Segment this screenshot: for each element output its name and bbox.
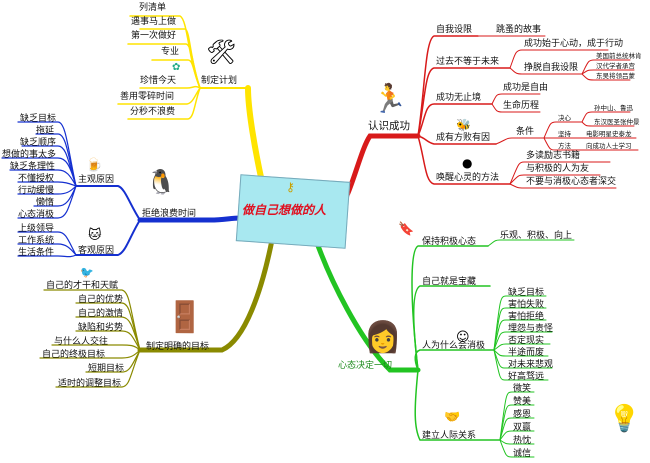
negative-item-3: 害怕拒绝 xyxy=(508,312,545,322)
negative-item-8: 好高骛远 xyxy=(508,372,545,382)
runner-icon: 🏃 xyxy=(372,82,407,115)
negative-item-5: 否定现实 xyxy=(508,336,545,346)
relation-item-5: 热忱 xyxy=(513,436,532,446)
subjective-item-5: 缺乏条理性 xyxy=(10,162,56,172)
past-small-3: 东吴将领吕蒙 xyxy=(596,72,635,80)
nolimit-label: 成功无止境 xyxy=(436,93,482,103)
plan-item-5: 珍惜今天 xyxy=(140,76,177,86)
door-icon: 🚪 xyxy=(166,300,204,335)
cause-child: 条件 xyxy=(516,127,535,137)
negative-label: 人为什么会消极 xyxy=(422,341,486,351)
goal-item-2: 自己的优势 xyxy=(78,295,124,305)
nolimit-child-1: 成功是自由 xyxy=(503,83,549,93)
plan-item-7: 分秒不浪费 xyxy=(130,107,176,117)
drink-icon: 🍺 xyxy=(86,158,103,173)
limit-label: 自我设限 xyxy=(436,25,473,35)
goal-item-8: 适时的调整目标 xyxy=(58,379,122,389)
success-label: 认识成功 xyxy=(368,120,410,132)
waste-label: 拒绝浪费时间 xyxy=(142,209,197,219)
plan-label: 制定计划 xyxy=(201,76,238,86)
tag-icon: 🔖 xyxy=(398,222,415,237)
subjective-item-7: 行动缓慢 xyxy=(18,186,55,196)
goal-item-3: 自己的激情 xyxy=(78,309,124,319)
objective-label: 客观原因 xyxy=(78,246,115,256)
cause-label: 成有方败有因 xyxy=(436,133,491,143)
ball-icon: ● xyxy=(462,156,473,170)
subjective-item-4: 想做的事太多 xyxy=(2,150,57,160)
relation-item-1: 微笑 xyxy=(513,384,532,394)
past-label: 过去不等于未来 xyxy=(436,57,500,67)
awaken-label: 唤醒心灵的方法 xyxy=(436,173,500,183)
tools-icon: 🛠 xyxy=(206,38,237,66)
goal-item-4: 缺陷和劣势 xyxy=(78,323,124,333)
subjective-item-2: 拖延 xyxy=(36,126,55,136)
subjective-item-9: 心态消极 xyxy=(18,210,55,220)
cause-sub-1: 决心 xyxy=(558,114,571,122)
self-label: 自己就是宝藏 xyxy=(422,277,477,287)
handshake-icon: 🤝 xyxy=(444,410,461,425)
negative-item-4: 埋怨与责怪 xyxy=(508,324,554,334)
positive-label: 保持积极心态 xyxy=(422,237,477,247)
goal-item-5: 与什么人交往 xyxy=(54,337,109,347)
subjective-item-6: 不懂授权 xyxy=(18,174,55,184)
goal-label: 制定明确的目标 xyxy=(146,342,210,352)
plan-item-1: 列清单 xyxy=(139,3,167,13)
cause-small-2: 东汉医圣张仲景 xyxy=(594,118,640,126)
negative-item-1: 缺乏目标 xyxy=(508,288,545,298)
limit-child: 跳蚤的故事 xyxy=(496,25,542,35)
bee-icon: 🐝 xyxy=(456,118,471,132)
objective-item-1: 上级领导 xyxy=(18,224,55,234)
objective-item-3: 生活条件 xyxy=(18,248,55,258)
relation-item-4: 双赢 xyxy=(513,423,532,433)
cause-small-4: 向成功人士学习 xyxy=(586,142,632,150)
bird-icon: 🐦 xyxy=(80,266,94,279)
cause-small-3: 电影明星史泰龙 xyxy=(586,130,632,138)
mind-label: 心态决定一切 xyxy=(338,361,393,371)
penguin-icon: 🐧 xyxy=(146,168,176,196)
plan-item-2: 遇事马上做 xyxy=(131,17,177,27)
plan-item-4: 专业 xyxy=(161,47,180,57)
clock-icon: ✿ xyxy=(172,62,181,73)
plan-item-6: 善用零碎时间 xyxy=(120,92,175,102)
cause-sub-2: 坚持 xyxy=(558,130,571,138)
positive-child: 乐观、积极、向上 xyxy=(500,231,573,241)
subjective-item-1: 缺乏目标 xyxy=(20,114,57,124)
relation-item-3: 感恩 xyxy=(513,410,532,420)
awaken-child-1: 多读励志书籍 xyxy=(526,151,581,161)
key-icon: ⚷ xyxy=(286,180,295,194)
negative-item-7: 对未来悲观 xyxy=(508,360,554,370)
subjective-item-8: 懒惰 xyxy=(36,198,55,208)
subjective-item-3: 缺乏顺序 xyxy=(20,138,57,148)
woman-icon: 👩 xyxy=(364,320,402,355)
cat-icon: 🐱 xyxy=(88,228,102,243)
past-small-1: 美国前总统林肯 xyxy=(596,52,642,60)
subjective-label: 主观原因 xyxy=(78,175,115,185)
awaken-child-2: 与积极的人为友 xyxy=(526,164,590,174)
negative-item-6: 半途而废 xyxy=(508,348,545,358)
plan-item-3: 第一次做好 xyxy=(131,31,177,41)
cause-sub-3: 方法 xyxy=(558,142,571,150)
past-small-2: 汉代学者承宫 xyxy=(596,62,635,70)
negative-item-2: 害怕失败 xyxy=(508,300,545,310)
lightbulb-icon: 💡 xyxy=(608,404,641,434)
smiley-icon: ☺ xyxy=(456,330,470,345)
relation-item-6: 诚信 xyxy=(513,449,532,459)
goal-item-6: 自己的终极目标 xyxy=(42,350,106,360)
relation-label: 建立人际关系 xyxy=(422,431,477,441)
past-child-2: 挣脱自我设限 xyxy=(524,63,579,73)
cause-small-1: 孙中山、鲁迅 xyxy=(594,104,633,112)
goal-item-1: 自己的才干和天赋 xyxy=(46,281,119,291)
center-title: 做自己想做的人 xyxy=(242,203,327,217)
awaken-child-3: 不要与消极心态者深交 xyxy=(526,177,617,187)
goal-item-7: 短期目标 xyxy=(88,364,125,374)
past-child-1: 成功始于心动，成于行动 xyxy=(524,39,624,49)
objective-item-2: 工作系统 xyxy=(18,236,55,246)
nolimit-child-2: 生命历程 xyxy=(503,101,540,111)
relation-item-2: 赞美 xyxy=(513,397,532,407)
